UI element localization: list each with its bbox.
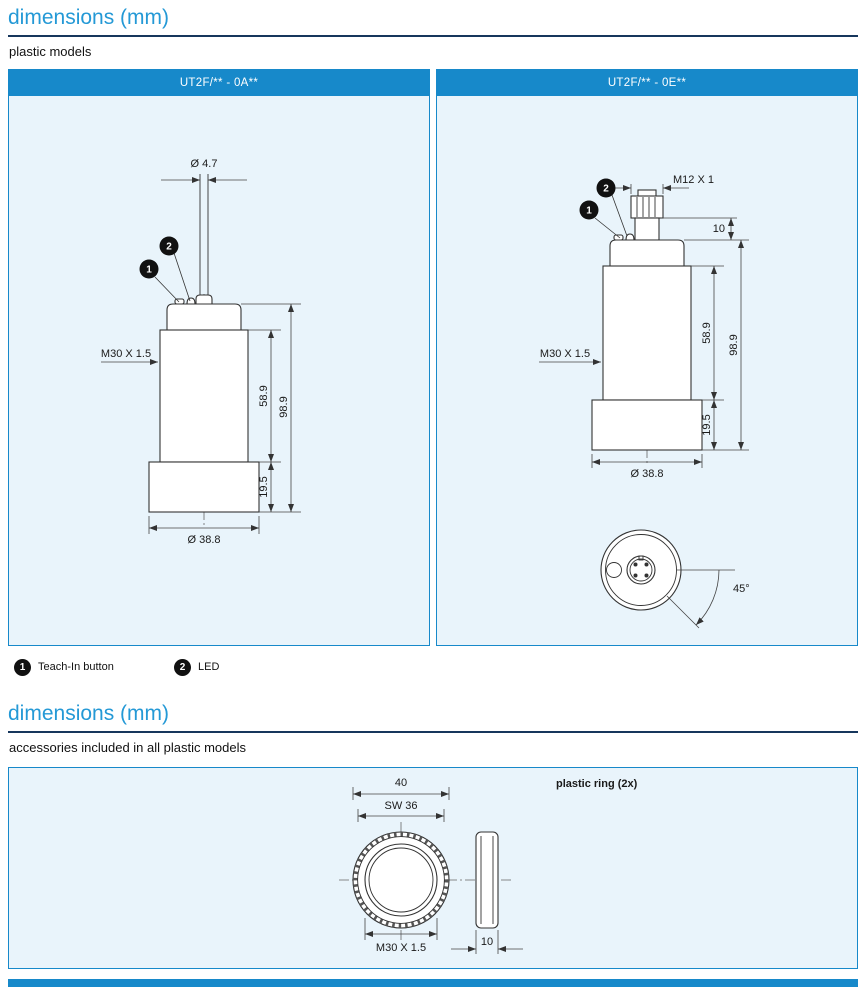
threaded-body <box>602 265 692 401</box>
section-dimensions-plastic: dimensions (mm) plastic models UT2F/** -… <box>8 6 858 678</box>
dim-stack-right: 58.9 19.5 98.9 <box>241 303 301 513</box>
dim-label-wrench: SW 36 <box>384 800 417 812</box>
panel-body-cable: Ø 4.7 <box>9 96 429 645</box>
dim-housing-diameter: Ø 38.8 <box>591 454 703 480</box>
vent-hole <box>606 562 622 578</box>
connector-nut <box>630 195 664 219</box>
dim-label-angle: 45° <box>733 583 750 595</box>
dim-ring-wrench: SW 36 <box>357 800 445 822</box>
dim-label-connector-length: 10 <box>713 223 725 235</box>
callout-2 <box>596 178 616 198</box>
dim-label-body-length: 58.9 <box>258 385 270 406</box>
knurl-band <box>352 832 449 929</box>
dim-label-nose-length: 19.5 <box>701 414 713 435</box>
transducer-housing <box>148 461 260 513</box>
dim-label-diameter: Ø 38.8 <box>630 468 663 480</box>
cable-gland <box>195 294 213 305</box>
dim-label-total-length: 98.9 <box>278 396 290 417</box>
m12-connector <box>630 189 664 241</box>
dim-label-thread: M30 X 1.5 <box>101 348 151 360</box>
dim-label-thread: M30 X 1.5 <box>376 942 426 954</box>
dim-cable-diameter: Ø 4.7 <box>161 158 247 183</box>
teach-in-button-shape <box>613 234 624 241</box>
svg-text:1: 1 <box>146 265 152 276</box>
bottom-view <box>600 529 682 611</box>
dim-label-outer-dia: 40 <box>395 777 407 789</box>
section-subtitle: plastic models <box>9 44 92 59</box>
dim-label-total-length: 98.9 <box>728 334 740 355</box>
callouts: 2 1 <box>579 178 628 239</box>
dim-thread: M30 X 1.5 <box>101 348 158 365</box>
page-title-2: dimensions (mm) <box>8 702 170 725</box>
dim-angle: 45° <box>666 569 750 629</box>
sensor-body <box>148 294 260 513</box>
transducer-housing <box>591 399 703 451</box>
model-panels: UT2F/** - 0A** <box>8 69 858 646</box>
legend-label-teach-in: Teach-In button <box>38 661 114 673</box>
callout-1 <box>139 259 159 279</box>
callout-1 <box>579 200 599 220</box>
ring-side-view <box>475 831 499 929</box>
dim-connector-thread: M12 X 1 <box>607 174 714 194</box>
led-shape <box>625 233 635 241</box>
legend-label-led: LED <box>198 661 220 673</box>
panel-cable-model: UT2F/** - 0A** <box>8 69 430 646</box>
panel-accessory: 40 SW 36 M30 X 1.5 <box>8 767 858 969</box>
title-rule-2 <box>8 731 858 733</box>
panel-header-cable: UT2F/** - 0A** <box>9 70 429 96</box>
dim-label-diameter: Ø 38.8 <box>187 534 220 546</box>
sensor-cap <box>166 303 242 331</box>
dim-ring-thread: M30 X 1.5 <box>364 918 438 954</box>
led-shape <box>186 297 196 305</box>
dim-ring-outer-dia: 40 <box>352 777 450 800</box>
keyway <box>638 555 644 561</box>
title-rule <box>8 35 858 37</box>
cable <box>199 174 209 295</box>
section-subtitle-2: accessories included in all plastic mode… <box>9 740 247 755</box>
dim-label-connector: M12 X 1 <box>673 174 714 186</box>
dim-thread: M30 X 1.5 <box>539 348 601 365</box>
dim-connector-length: 10 <box>661 217 737 240</box>
callout-2-chip: 2 <box>174 658 191 676</box>
ring-profile <box>475 831 499 929</box>
dim-label-nose-length: 19.5 <box>258 476 270 497</box>
ring-front-view <box>352 831 450 929</box>
dim-label-cable-dia: Ø 4.7 <box>191 158 218 170</box>
page-title: dimensions (mm) <box>8 6 170 29</box>
svg-text:2: 2 <box>166 242 172 253</box>
dim-label-body-length: 58.9 <box>701 322 713 343</box>
footer-bar <box>8 979 858 987</box>
panel-body-connector: M12 X 1 10 <box>437 96 857 645</box>
panel-connector-model: UT2F/** - 0E** <box>436 69 858 646</box>
sensor-cap <box>609 239 685 267</box>
dim-housing-diameter: Ø 38.8 <box>148 516 260 546</box>
plastic-ring-drawing: 40 SW 36 M30 X 1.5 <box>339 777 638 954</box>
svg-text:1: 1 <box>586 206 592 217</box>
accessory-caption: plastic ring (2x) <box>556 778 638 790</box>
cable-sensor-drawing: Ø 4.7 <box>101 158 301 546</box>
callouts: 2 1 <box>139 236 191 303</box>
threaded-body <box>159 329 249 463</box>
connector-stem <box>634 217 660 241</box>
connector-sensor-drawing: M12 X 1 10 <box>539 174 750 629</box>
dim-stack-right: 58.9 19.5 98.9 <box>684 239 749 451</box>
section-dimensions-accessories: dimensions (mm) accessories included in … <box>8 702 858 969</box>
legend-item-led: 2 LED <box>174 658 220 676</box>
legend: 1 Teach-In button 2 LED <box>14 656 858 678</box>
ring-thread-outer <box>364 843 438 917</box>
svg-text:2: 2 <box>603 184 609 195</box>
panel-header-connector: UT2F/** - 0E** <box>437 70 857 96</box>
dim-ring-thickness: 10 <box>451 930 523 954</box>
dim-label-thread: M30 X 1.5 <box>540 348 590 360</box>
sensor-body <box>591 233 703 451</box>
callout-1-chip: 1 <box>14 658 31 676</box>
callout-2 <box>159 236 179 256</box>
legend-item-teach-in: 1 Teach-In button <box>14 658 174 676</box>
dim-label-thickness: 10 <box>481 936 493 948</box>
